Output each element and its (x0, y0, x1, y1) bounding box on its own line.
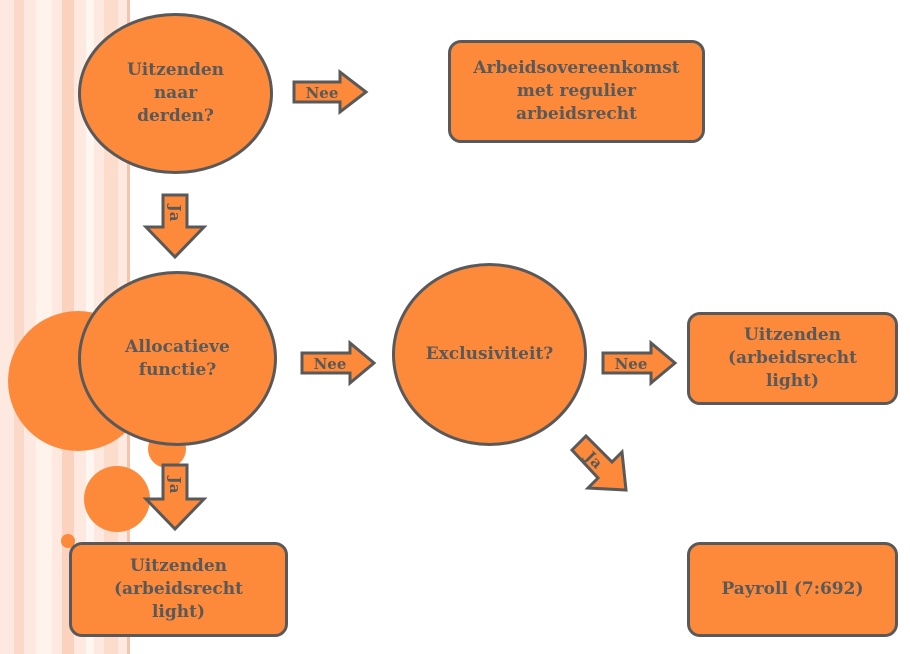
result-label: Arbeidsovereenkomst met regulier arbeids… (473, 58, 680, 124)
decision-label: Exclusiviteit? (425, 344, 554, 364)
result-label: Uitzenden (arbeidsrecht light) (114, 556, 243, 622)
result-arbeidsovereenkomst: Arbeidsovereenkomst met regulier arbeids… (448, 40, 705, 143)
decorative-stripe (14, 0, 24, 654)
arrow-label: Nee (314, 355, 347, 373)
arrow-label: Nee (615, 355, 648, 373)
decision-uitzenden-naar-derden: Uitzenden naar derden? (78, 13, 273, 174)
decorative-circle-tiny (61, 534, 75, 548)
result-payroll: Payroll (7:692) (687, 542, 898, 637)
arrow-label: Ja (166, 203, 184, 222)
result-uitzenden-right: Uitzenden (arbeidsrecht light) (687, 312, 898, 405)
decorative-circle-medium (84, 466, 150, 532)
result-label: Payroll (7:692) (721, 579, 864, 599)
decision-label: Allocatieve functie? (125, 336, 230, 380)
arrow-nee-2: Nee (300, 339, 377, 387)
decision-label: Uitzenden naar derden? (126, 60, 225, 126)
arrow-ja-2: Ja (569, 433, 628, 492)
arrow-label: Ja (166, 475, 184, 494)
arrow-nee-3: Nee (601, 339, 678, 387)
arrow-label: Nee (306, 84, 339, 102)
arrow-nee-1: Nee (292, 68, 369, 116)
decision-allocatieve-functie: Allocatieve functie? (78, 271, 277, 446)
arrow-ja-3: Ja (142, 463, 208, 532)
result-label: Uitzenden (arbeidsrecht light) (728, 325, 857, 391)
arrow-ja-1: Ja (142, 193, 208, 260)
decision-exclusiviteit: Exclusiviteit? (392, 263, 587, 446)
result-uitzenden-bottom: Uitzenden (arbeidsrecht light) (69, 542, 288, 637)
